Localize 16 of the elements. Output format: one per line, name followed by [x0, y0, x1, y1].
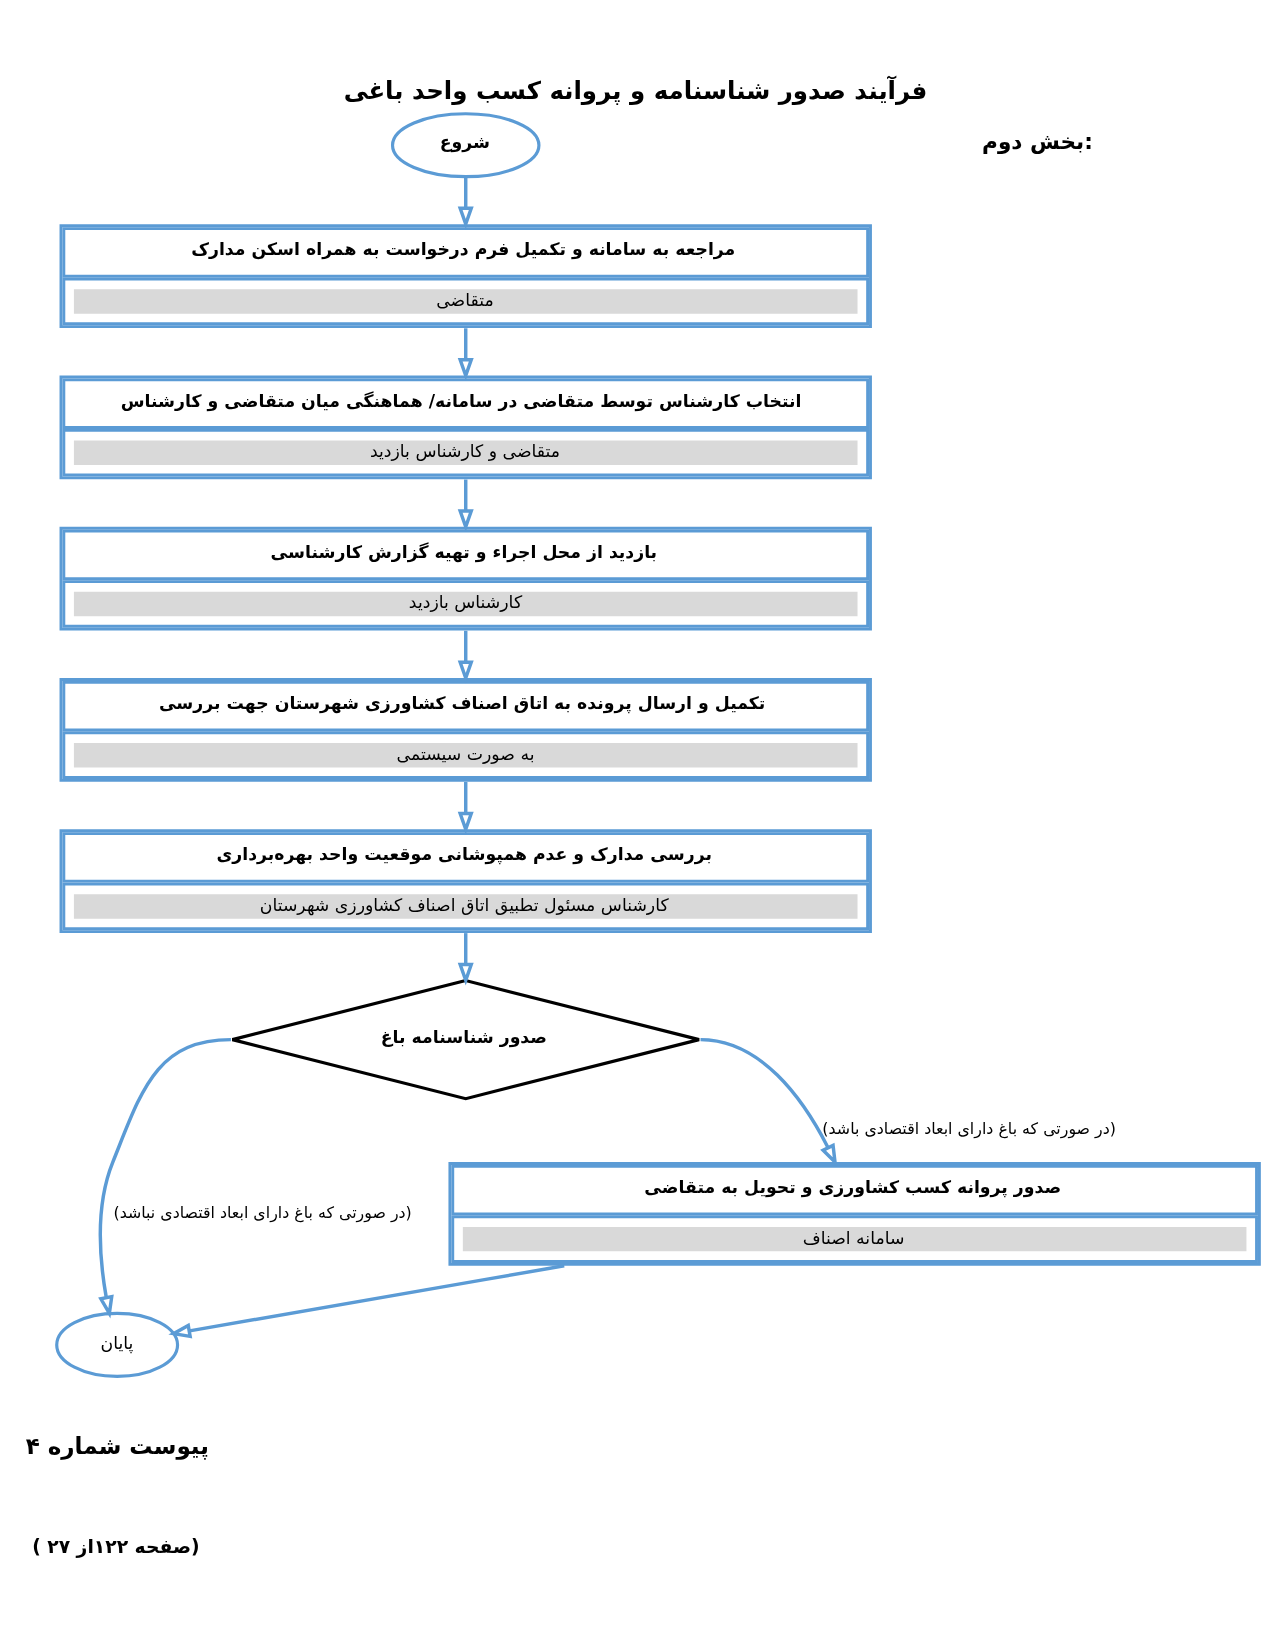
node-ellipse: شروع: [390, 112, 541, 179]
arrow: [457, 782, 474, 835]
arrow: [168, 1264, 565, 1339]
label: ( صفحه ۱۲۲از ۲۷): [32, 1535, 200, 1557]
arrow: [457, 479, 474, 533]
label: بخش دوم:: [982, 128, 1093, 154]
caption: پیوست شماره ۴: [25, 1432, 209, 1459]
edge-label: (در صورتی که باغ دارای ابعاد اقتصادی نباشد): [113, 1202, 412, 1222]
diagram-title: فرآیند صدور شناسنامه و پروانه کسب واحد باغی: [343, 75, 928, 105]
node-diamond: صدور شناسنامه باغ: [230, 978, 701, 1101]
arrow: [457, 177, 474, 230]
arrow: [457, 328, 474, 381]
arrow: [457, 933, 474, 986]
edge-label: (در صورتی که باغ دارای ابعاد اقتصادی باشد): [822, 1119, 1116, 1139]
arrow: [98, 1037, 232, 1319]
node-ellipse: پایان: [55, 1311, 180, 1378]
